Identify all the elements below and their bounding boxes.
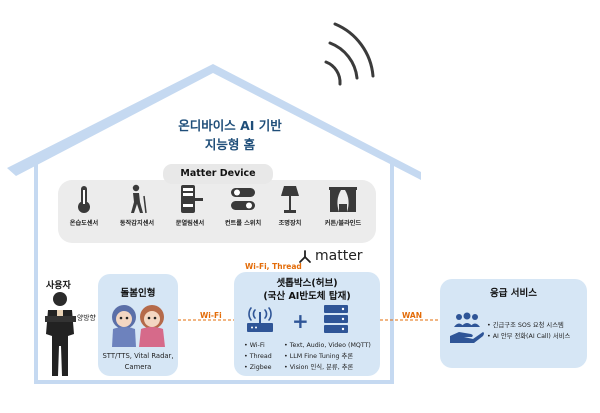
emergency-service-list: • 긴급구조 SOS 요청 시스템 • AI 안부 전화(AI Call) 서비… bbox=[487, 320, 570, 342]
door-lock-icon bbox=[181, 185, 203, 213]
settop-left-list: • Wi-Fi • Thread • Zigbee bbox=[244, 340, 272, 373]
thermometer-icon bbox=[78, 186, 90, 213]
wireless-signal-icon bbox=[324, 22, 375, 86]
matter-device-panel bbox=[58, 180, 376, 243]
device-control-switch: 컨트롤 스위치 bbox=[217, 184, 269, 227]
settop-box-title-line-2: (국산 AI반도체 탑재) bbox=[263, 291, 351, 302]
device-lighting: 조명장치 bbox=[264, 184, 316, 227]
emergency-service-title: 응급 서비스 bbox=[489, 288, 537, 299]
care-doll-title: 돌봄인형 bbox=[120, 288, 156, 299]
device-motion-sensor: 동작감지센서 bbox=[111, 184, 163, 227]
settop-right-list: • Text, Audio, Video (MQTT) • LLM Fine T… bbox=[284, 340, 371, 373]
list-item: • Text, Audio, Video (MQTT) bbox=[284, 342, 371, 349]
list-item: • Zigbee bbox=[244, 364, 272, 371]
care-doll-image bbox=[112, 305, 165, 347]
device-curtain-blind: 커튼/블라인드 bbox=[317, 184, 369, 227]
wifi-thread-label: Wi-Fi, Thread bbox=[245, 262, 302, 271]
care-doll-caption-line-1: STT/TTS, Vital Radar, bbox=[102, 352, 174, 360]
care-doll-caption-line-2: Camera bbox=[124, 363, 152, 371]
list-item: • Thread bbox=[244, 353, 272, 360]
server-icon bbox=[324, 305, 348, 333]
curtain-icon bbox=[329, 187, 357, 212]
settop-box-title-line-1: 셋톱박스(허브) bbox=[276, 278, 338, 289]
list-item: • Wi-Fi bbox=[244, 342, 265, 349]
matter-logo-icon bbox=[299, 250, 311, 263]
interaction-label: 양방향 대화 bbox=[76, 312, 112, 322]
home-title-line-1: 온디바이스 AI 기반 bbox=[178, 118, 282, 133]
device-label: 조명장치 bbox=[278, 220, 302, 227]
user-label: 사용자 bbox=[46, 281, 71, 291]
settop-box-title: 셋톱박스(허브) (국산 AI반도체 탑재) bbox=[234, 277, 380, 303]
wifi-link-label: Wi-Fi bbox=[200, 311, 222, 320]
care-doll-caption: STT/TTS, Vital Radar, Camera bbox=[98, 351, 178, 373]
device-label: 문열림센서 bbox=[175, 220, 205, 227]
device-label: 동작감지센서 bbox=[119, 220, 155, 227]
device-label: 컨트롤 스위치 bbox=[224, 220, 262, 227]
list-item: • LLM Fine Tuning 추론 bbox=[284, 353, 354, 360]
router-icon bbox=[247, 307, 273, 332]
emergency-service-panel bbox=[440, 279, 587, 368]
matter-logo-text: matter bbox=[315, 248, 363, 264]
device-temperature-humidity-sensor: 온습도센서 bbox=[58, 184, 110, 227]
device-label: 온습도센서 bbox=[69, 220, 99, 227]
helping-hand-icon bbox=[450, 312, 484, 343]
plus-icon: + bbox=[292, 309, 309, 333]
list-item: • 긴급구조 SOS 요청 시스템 bbox=[487, 322, 564, 329]
device-label: 커튼/블라인드 bbox=[324, 220, 362, 227]
care-doll-panel bbox=[98, 274, 178, 376]
home-title: 온디바이스 AI 기반 지능형 홈 bbox=[150, 116, 310, 154]
lamp-icon bbox=[281, 186, 299, 213]
user-person-icon bbox=[45, 292, 76, 376]
device-door-sensor: 문열림센서 bbox=[164, 184, 216, 227]
wan-link-label: WAN bbox=[402, 311, 423, 320]
switch-icon bbox=[231, 188, 255, 210]
walking-person-icon bbox=[131, 184, 147, 214]
list-item: • AI 안부 전화(AI Call) 서비스 bbox=[487, 333, 571, 340]
list-item: • Vision 인식, 분류, 추론 bbox=[284, 364, 354, 371]
matter-device-heading: Matter Device bbox=[163, 164, 273, 184]
house-walls bbox=[34, 158, 394, 384]
home-title-line-2: 지능형 홈 bbox=[204, 137, 256, 152]
